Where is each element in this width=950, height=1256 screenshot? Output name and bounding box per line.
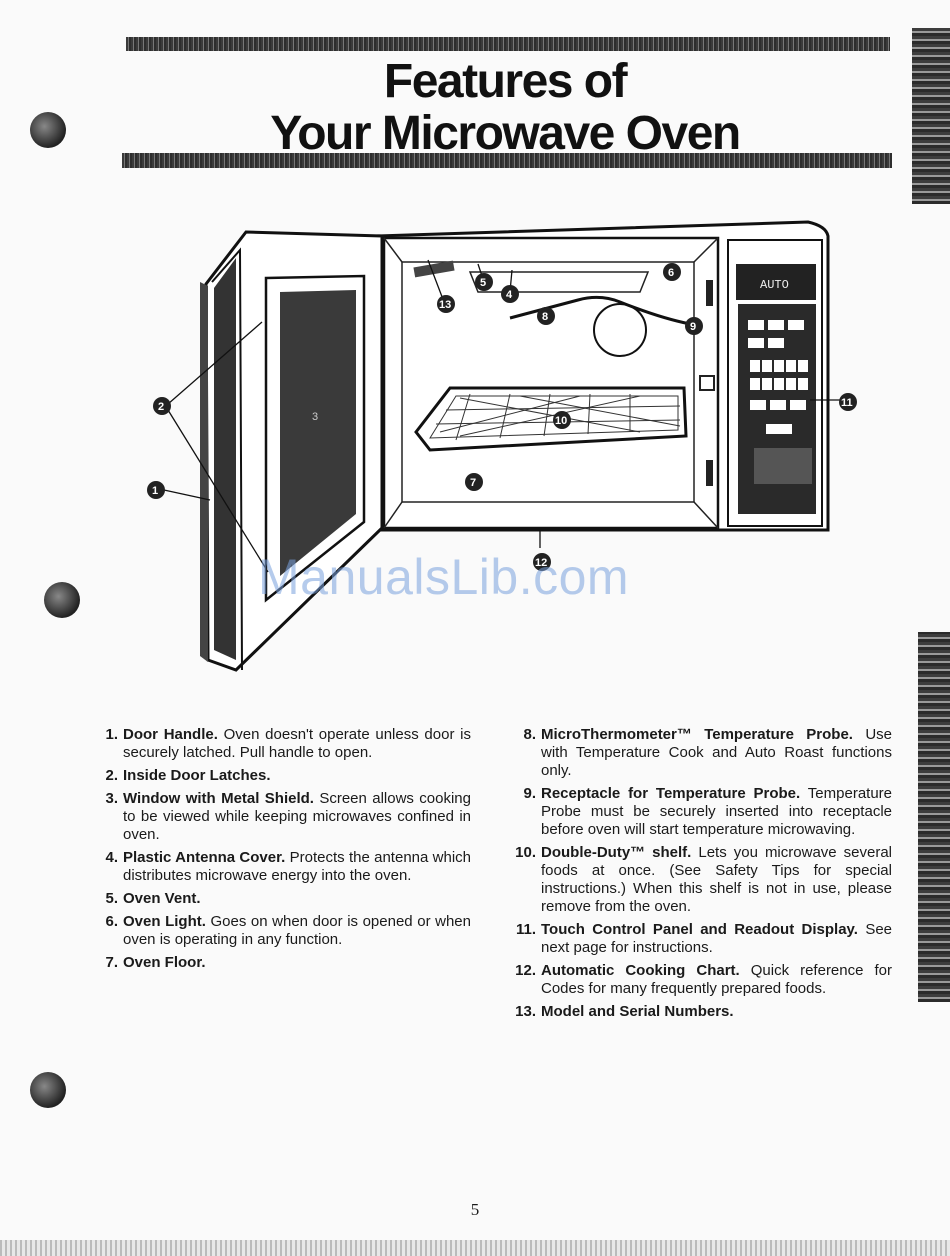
svg-text:4: 4 <box>506 289 513 301</box>
callout-10: 10 <box>553 411 571 429</box>
punch-hole-bottom <box>30 1072 66 1108</box>
page-title-line2: Your Microwave Oven <box>270 107 741 160</box>
callout-4: 4 <box>501 285 519 303</box>
svg-text:2: 2 <box>158 401 164 413</box>
watermark: ManualsLib.com <box>258 549 630 605</box>
list-item: 5.Oven Vent. <box>105 890 201 907</box>
svg-text:5: 5 <box>480 277 486 289</box>
double-duty-shelf <box>414 386 688 452</box>
callout-2: 2 <box>153 397 171 415</box>
model-sticker <box>413 260 455 278</box>
page-title-line1: Features of <box>383 55 628 108</box>
callouts: 1 2 4 5 6 7 8 9 10 11 12 13 <box>147 263 857 571</box>
list-item: 1.Door Handle. Oven doesn't operate unle… <box>105 726 471 761</box>
readout-display <box>736 264 816 300</box>
callout-8: 8 <box>537 307 555 325</box>
callout-1: 1 <box>147 481 165 499</box>
list-item: 2.Inside Door Latches. <box>105 767 271 784</box>
svg-text:6: 6 <box>668 267 674 279</box>
punch-hole-middle <box>44 582 80 618</box>
svg-text:7: 7 <box>470 477 476 489</box>
oven-cavity <box>382 236 720 530</box>
svg-text:1: 1 <box>152 485 158 497</box>
footer-scan-bar <box>0 1240 950 1256</box>
svg-text:12: 12 <box>535 557 547 569</box>
list-item: 11.Touch Control Panel and Readout Displ… <box>515 921 893 956</box>
svg-text:10: 10 <box>555 415 567 427</box>
callout-12: 12 <box>533 553 551 571</box>
svg-text:9: 9 <box>690 321 696 333</box>
callout-6: 6 <box>663 263 681 281</box>
list-item: 6.Oven Light. Goes on when door is opene… <box>105 913 471 948</box>
edge-tab-bottom <box>918 632 950 1002</box>
callout-5: 5 <box>475 273 493 291</box>
header-bottom-bar <box>122 153 892 168</box>
svg-text:8: 8 <box>542 311 548 323</box>
list-item: 9.Receptacle for Temperature Probe. Temp… <box>523 785 893 838</box>
features-list-left: 1.Door Handle. Oven doesn't operate unle… <box>96 726 471 977</box>
list-item: 10.Double-Duty™ shelf. Lets you microwav… <box>515 844 892 915</box>
list-item: 13.Model and Serial Numbers. <box>515 1003 734 1020</box>
list-item: 8.MicroThermometer™ Temperature Probe. U… <box>523 726 892 779</box>
temperature-probe <box>509 295 691 326</box>
callout-7: 7 <box>465 473 483 491</box>
display-text: AUTO <box>760 278 789 292</box>
list-item: 3.Window with Metal Shield. Screen allow… <box>105 790 471 843</box>
edge-tab-top <box>912 28 950 204</box>
list-item: 7.Oven Floor. <box>105 954 206 971</box>
svg-text:11: 11 <box>841 397 853 409</box>
svg-text:13: 13 <box>439 299 451 311</box>
callout-9: 9 <box>685 317 703 335</box>
features-list-right: 8.MicroThermometer™ Temperature Probe. U… <box>510 726 892 1026</box>
list-item: 4.Plastic Antenna Cover. Protects the an… <box>105 849 472 884</box>
header-top-bar <box>126 37 890 51</box>
list-item: 12.Automatic Cooking Chart. Quick refere… <box>515 962 892 997</box>
page-number: 5 <box>470 1200 480 1219</box>
callout-11: 11 <box>839 393 857 411</box>
microwave-illustration: AUTO 3 1 2 4 5 6 7 8 9 10 11 12 13 <box>147 220 857 672</box>
punch-hole-top <box>30 112 66 148</box>
door-label: 3 <box>312 411 318 423</box>
oven-light <box>706 280 713 306</box>
callout-13: 13 <box>437 295 455 313</box>
